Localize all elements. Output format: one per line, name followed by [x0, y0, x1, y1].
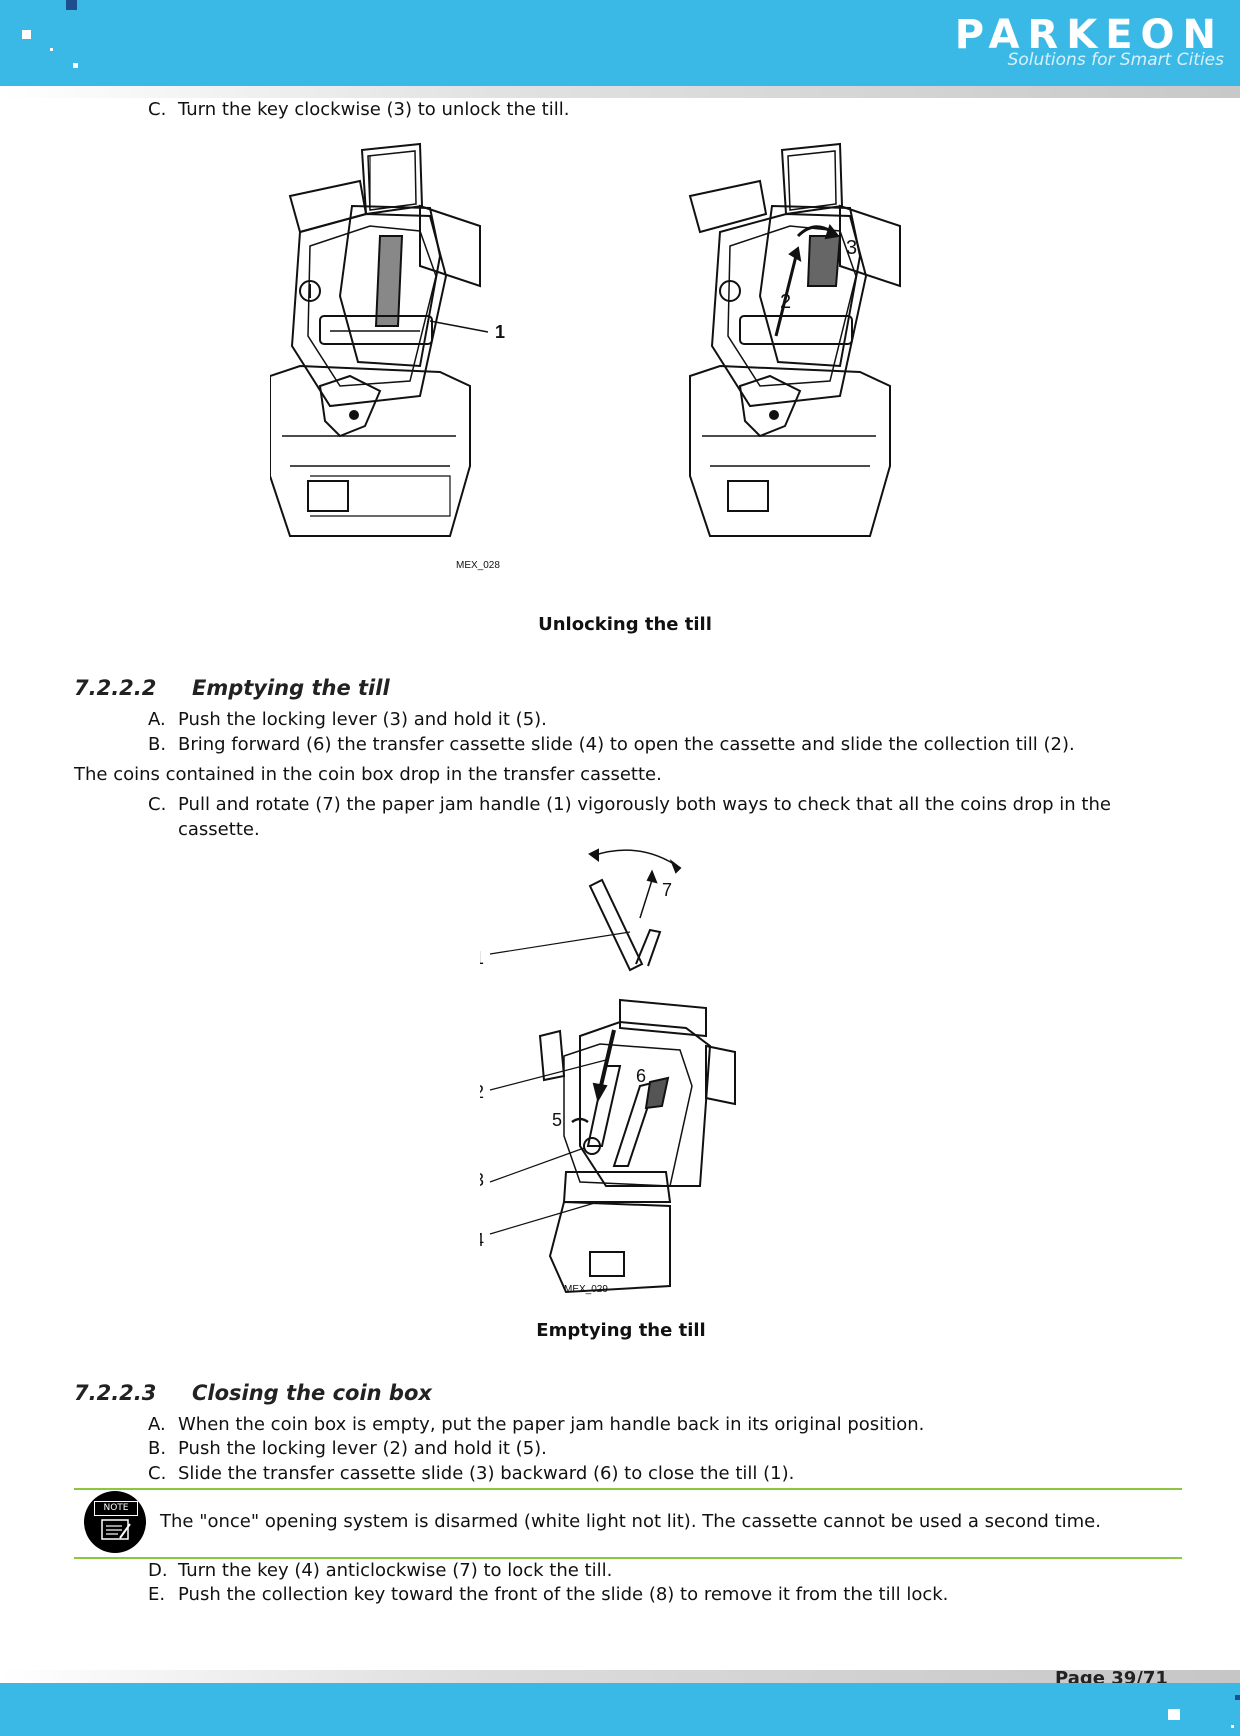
step-text: Push the locking lever (3) and hold it (…: [178, 709, 547, 730]
footer-decor-square: [1235, 1695, 1240, 1700]
page-footer: [0, 1683, 1240, 1736]
step-letter: C.: [148, 99, 167, 120]
step-text-continued: cassette.: [178, 819, 260, 840]
footer-decor-square: [1231, 1725, 1234, 1728]
callout-2: 2: [780, 291, 791, 313]
step-text: Turn the key (4) anticlockwise (7) to lo…: [178, 1560, 613, 1581]
note-icon-label: NOTE: [94, 1501, 138, 1516]
step-letter: A.: [148, 1414, 166, 1435]
header-decor-square: [73, 63, 78, 68]
callout-1: 1: [480, 948, 484, 968]
step-text: Turn the key clockwise (3) to unlock the…: [178, 99, 570, 120]
figure-caption: Unlocking the till: [538, 614, 712, 635]
header-shadow: [0, 86, 1240, 98]
note-icon: NOTE: [84, 1491, 146, 1553]
note-bottom-rule: [74, 1557, 1182, 1559]
step-letter: C.: [148, 794, 167, 815]
step-text: Push the collection key toward the front…: [178, 1584, 949, 1605]
figure-caption: Emptying the till: [536, 1320, 706, 1341]
step-letter: C.: [148, 1463, 167, 1484]
handle-rod: [588, 878, 644, 972]
footer-decor-square: [1168, 1709, 1180, 1720]
note-top-rule: [74, 1488, 1182, 1490]
step-letter: D.: [148, 1560, 168, 1581]
header-decor-square: [50, 48, 53, 51]
callout-4: 4: [480, 1230, 484, 1250]
brand-logo: PARKEON: [954, 12, 1224, 58]
body-paragraph: The coins contained in the coin box drop…: [74, 764, 662, 785]
step-letter: A.: [148, 709, 166, 730]
step-letter: B.: [148, 734, 167, 755]
figure-unlocking-till: 1 MEX_028 2 3: [270, 142, 901, 571]
till-illustration-left: [270, 142, 481, 537]
callout-3: 3: [846, 237, 857, 259]
step-text: When the coin box is empty, put the pape…: [178, 1414, 925, 1435]
callout-5: 5: [552, 1110, 562, 1130]
page-header: PARKEON Solutions for Smart Cities: [0, 0, 1240, 86]
figure-code: MEX_029: [564, 1284, 608, 1295]
header-decor-square: [22, 30, 31, 39]
callout-6: 6: [636, 1066, 646, 1086]
section-number: 7.2.2.3: [74, 1381, 157, 1405]
callout-7: 7: [662, 880, 672, 900]
callout-2: 2: [480, 1082, 484, 1102]
step-text: Slide the transfer cassette slide (3) ba…: [178, 1463, 795, 1484]
callout-1: 1: [495, 322, 505, 342]
section-number: 7.2.2.2: [74, 676, 157, 700]
section-title: Emptying the till: [192, 676, 390, 700]
footer-shadow: [0, 1670, 1240, 1683]
figure-code: MEX_028: [456, 560, 500, 571]
header-decor-square: [66, 0, 77, 10]
figure-emptying-till: 1 7 2 6 5 3 4 MEX_029: [480, 848, 736, 1295]
step-text: Bring forward (6) the transfer cassette …: [178, 734, 1075, 755]
step-text: Pull and rotate (7) the paper jam handle…: [178, 794, 1111, 815]
callout-3: 3: [480, 1170, 484, 1190]
step-text: Push the locking lever (2) and hold it (…: [178, 1438, 547, 1459]
brand-tagline: Solutions for Smart Cities: [1007, 50, 1224, 70]
section-title: Closing the coin box: [192, 1381, 432, 1405]
step-letter: E.: [148, 1584, 166, 1605]
till-illustration-right: [688, 142, 901, 537]
step-letter: B.: [148, 1438, 167, 1459]
notepad-icon: [101, 1519, 131, 1540]
note-text: The "once" opening system is disarmed (w…: [160, 1511, 1101, 1532]
